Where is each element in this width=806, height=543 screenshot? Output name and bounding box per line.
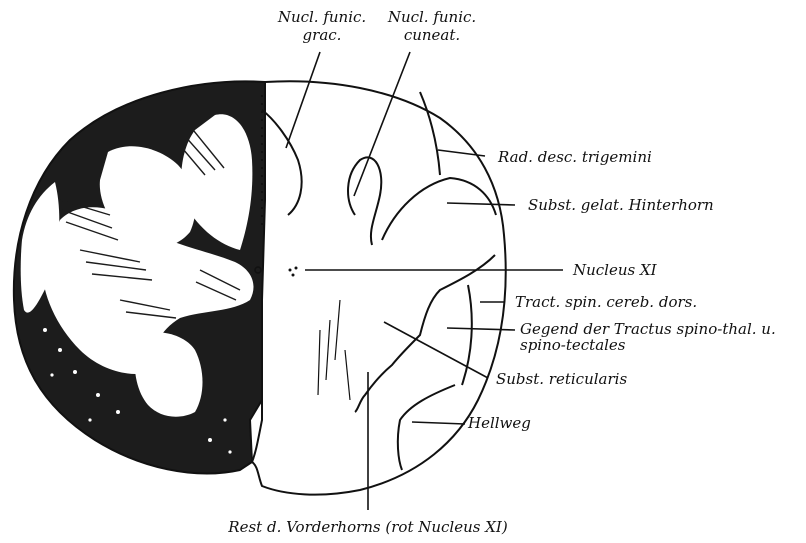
leader-nucl-cuneatus	[354, 52, 410, 196]
lateral-tract-boundary	[462, 285, 472, 385]
leader-hellweg	[412, 422, 465, 424]
labels: Nucl. funic. grac. Nucl. funic. cuneat. …	[227, 8, 775, 536]
substantia-gelatinosa-outline	[382, 178, 496, 240]
label-rad-desc-trigemini: Rad. desc. trigemini	[497, 148, 652, 166]
label-subst-reticularis: Subst. reticularis	[496, 370, 627, 388]
label-nucl-gracilis-line2: grac.	[303, 26, 342, 44]
label-nucl-cuneatus-line2: cuneat.	[404, 26, 460, 44]
gracilis-boundary	[262, 110, 302, 215]
label-subst-gelat: Subst. gelat. Hinterhorn	[528, 196, 714, 214]
label-nucleus-xi: Nucleus XI	[572, 261, 658, 279]
reticular-zone-outline	[355, 255, 495, 412]
leader-subst-gelat	[447, 203, 515, 205]
label-hellweg: Hellweg	[467, 414, 531, 432]
leader-lines	[286, 52, 563, 510]
label-rest-vorderhorns: Rest d. Vorderhorns (rot Nucleus XI)	[227, 518, 508, 536]
leader-gegend	[447, 328, 515, 330]
hellweg-outline	[398, 385, 455, 470]
label-nucl-cuneatus-line1: Nucl. funic.	[387, 8, 476, 26]
ventral-horn-remnant	[318, 300, 350, 400]
stained-left-half	[14, 81, 265, 473]
outlined-right-half	[252, 81, 506, 494]
leader-rad-desc-trigemini	[438, 150, 485, 156]
label-gegend-line2: spino-tectales	[520, 336, 626, 354]
label-tract-spin-cereb: Tract. spin. cereb. dors.	[515, 293, 697, 311]
label-nucl-gracilis-line1: Nucl. funic.	[277, 8, 366, 26]
dorsal-horn-boundary	[420, 92, 440, 175]
leader-nucl-gracilis	[286, 52, 320, 148]
